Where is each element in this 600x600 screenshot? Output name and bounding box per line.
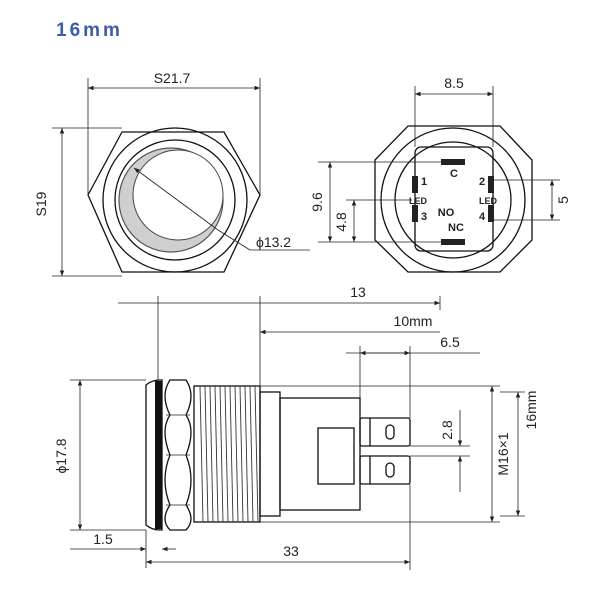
button-face <box>132 149 224 241</box>
head-thickness-label: 1.5 <box>93 531 113 547</box>
diameter-leader <box>133 167 219 231</box>
label-4: 4 <box>479 211 486 223</box>
label-2: 2 <box>479 176 485 188</box>
thread-line <box>209 385 214 523</box>
head-cap <box>145 379 163 531</box>
across-corners-label: S21.7 <box>154 70 191 86</box>
terminal-lower <box>359 455 411 485</box>
label-1: 1 <box>421 176 427 188</box>
total-length-label: 33 <box>283 543 299 559</box>
thread-line <box>214 385 219 523</box>
thread-line <box>244 385 249 523</box>
side-view: 13 10mm 6.5 ϕ17.8 1.5 33 <box>53 284 539 570</box>
terminal-hole-lower <box>385 462 395 478</box>
flange-circle <box>102 127 248 273</box>
rear-view: C 1 2 LED LED NO 3 4 NC 8.5 9.6 4.8 <box>309 75 571 273</box>
terminal-length-label: 6.5 <box>440 334 460 350</box>
thread-lines <box>199 385 259 523</box>
rear-housing <box>279 397 361 511</box>
terminal-upper <box>359 417 411 447</box>
bezel-outer-circle <box>114 139 236 261</box>
label-3: 3 <box>421 211 427 223</box>
front-view: ϕ13.2 S21.7 S19 <box>33 70 310 277</box>
thread-line <box>254 385 259 523</box>
label-led-left: LED <box>409 196 428 206</box>
head-diameter-label: ϕ17.8 <box>53 438 69 473</box>
mount-hole-label: 16mm <box>523 391 539 430</box>
thread-line <box>199 385 204 523</box>
thread-line <box>249 385 254 523</box>
terminal-3 <box>412 205 418 222</box>
hex-nut-side <box>164 379 192 531</box>
thread-line <box>204 385 209 523</box>
thread-line <box>234 385 239 523</box>
thread-label: M16×1 <box>495 432 511 475</box>
button-diameter-label: ϕ13.2 <box>256 234 291 250</box>
led-ring-edge <box>155 381 162 529</box>
height-a-label: 9.6 <box>309 192 325 212</box>
label-c: C <box>450 168 458 180</box>
rear-hex-outline <box>374 125 533 273</box>
thread-line <box>239 385 244 523</box>
body-length-label: 13 <box>350 284 366 300</box>
terminal-hole-upper <box>385 424 395 440</box>
terminal-block <box>414 146 494 252</box>
terminal-led-left <box>412 176 418 193</box>
terminal-led-right <box>488 176 494 193</box>
thread-line <box>219 385 224 523</box>
terminal-nc <box>441 239 465 245</box>
thread-line <box>229 385 234 523</box>
housing-window <box>317 427 355 485</box>
width-label: 8.5 <box>444 75 464 91</box>
label-led-right: LED <box>479 196 498 206</box>
thread-line <box>224 385 229 523</box>
terminal-pitch-label: 2.8 <box>439 420 455 440</box>
label-no: NO <box>438 207 455 219</box>
across-flats-label: S19 <box>33 191 49 216</box>
rear-collar <box>259 391 281 517</box>
terminal-4 <box>488 205 494 222</box>
diameter-leader-tail <box>217 229 251 251</box>
page-title: 16mm <box>56 20 123 41</box>
height-b-label: 4.8 <box>333 212 349 232</box>
pin-gap-label: 5 <box>555 196 571 204</box>
label-nc: NC <box>448 222 464 234</box>
terminal-c <box>441 159 465 165</box>
thread-length-label: 10mm <box>394 313 433 329</box>
